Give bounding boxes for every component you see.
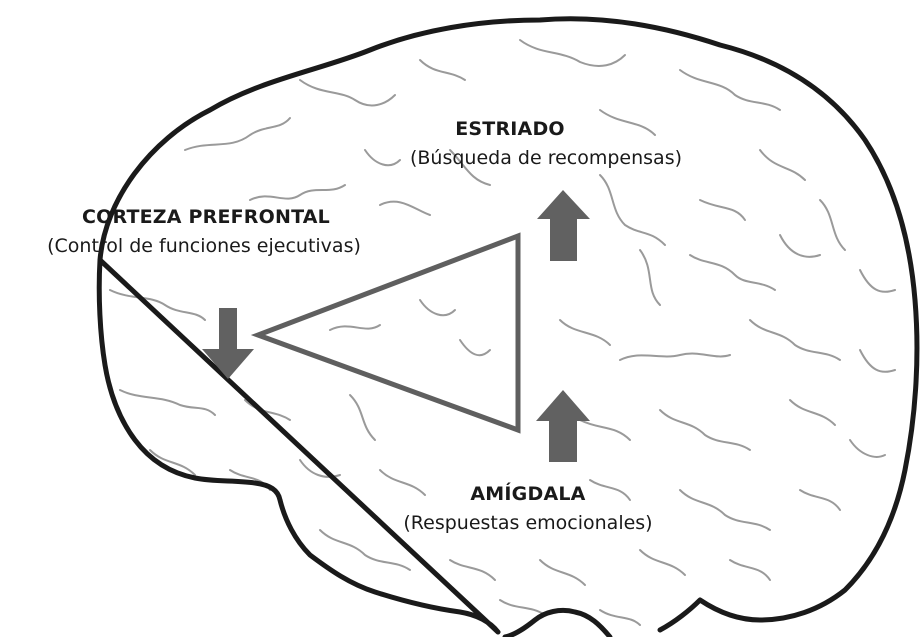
brain-outline — [96, 16, 920, 637]
arrow-up-amygdala — [536, 390, 590, 462]
arrow-down-prefrontal — [202, 308, 254, 379]
connection-triangle — [250, 232, 521, 434]
amygdala-title: AMÍGDALA — [470, 483, 586, 505]
prefrontal-subtitle: (Control de funciones ejecutivas) — [47, 235, 361, 257]
striatum-subtitle: (Búsqueda de recompensas) — [409, 147, 683, 169]
prefrontal-title: CORTEZA PREFRONTAL — [81, 206, 330, 228]
striatum-title: ESTRIADO — [455, 118, 565, 140]
brain-folds — [109, 39, 896, 626]
arrow-up-striatum — [537, 190, 590, 261]
amygdala-subtitle: (Respuestas emocionales) — [403, 512, 653, 534]
